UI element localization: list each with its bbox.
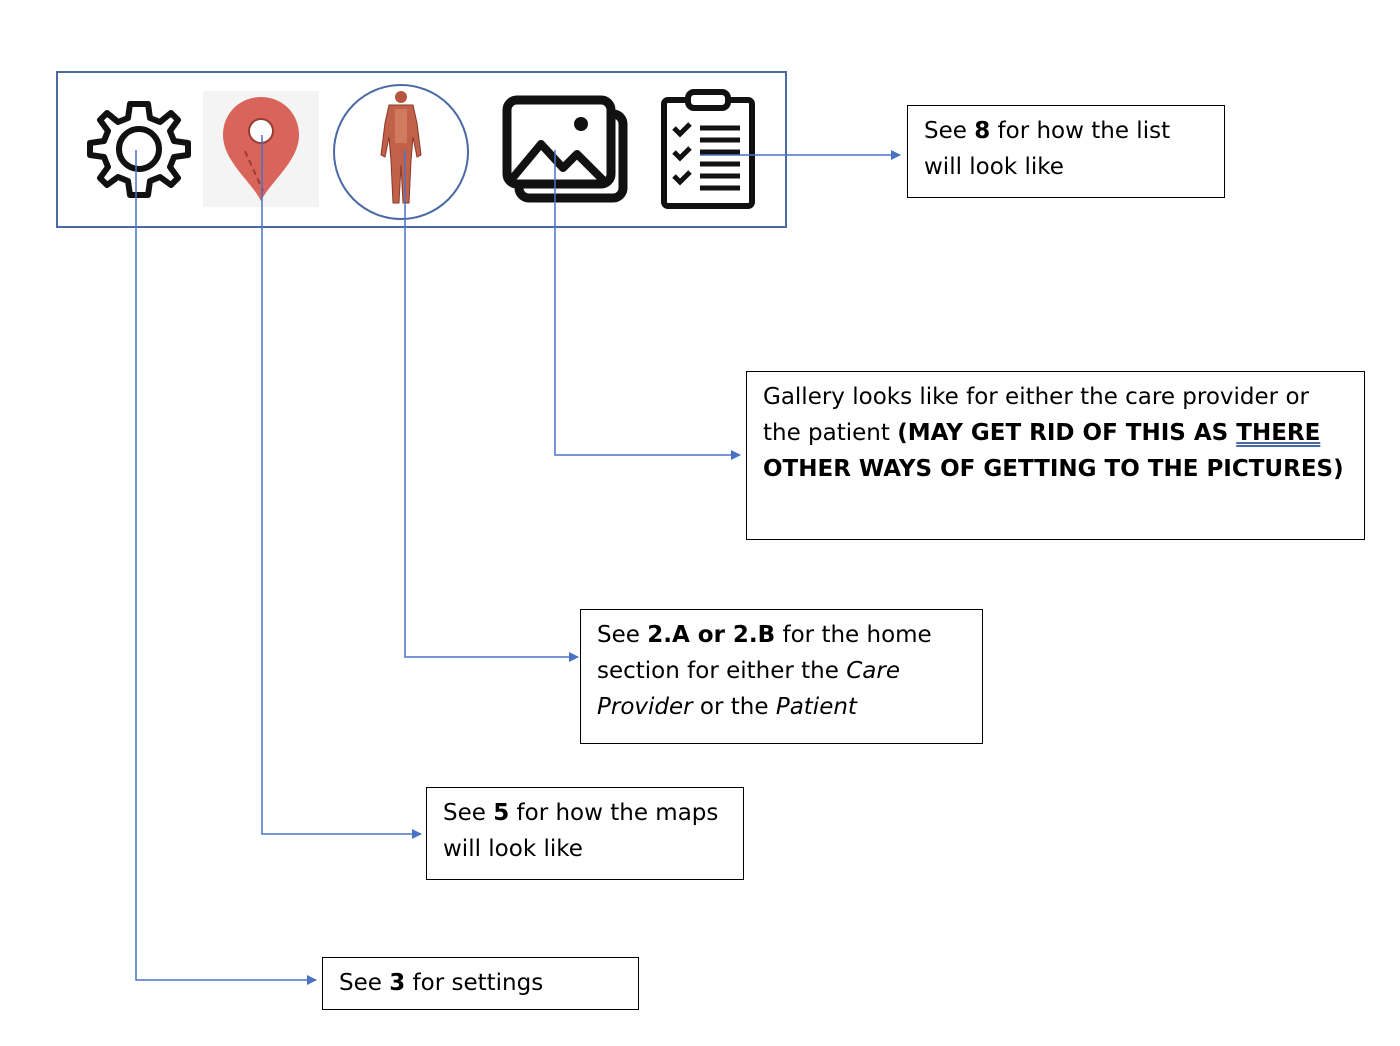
note-italic: Care Provider <box>597 658 900 720</box>
checklist-icon[interactable] <box>658 88 758 212</box>
map-pin-icon[interactable] <box>203 91 319 207</box>
arrow-settings <box>135 150 317 985</box>
note-text: for the home section for either the <box>597 622 932 684</box>
arrow-maps <box>261 135 422 839</box>
note-bold: 2.A or 2.B <box>647 622 776 648</box>
note-text: See <box>924 118 975 144</box>
note-text: See <box>443 800 494 826</box>
note-underlined: THERE <box>1236 420 1321 446</box>
note-text: See <box>597 622 648 648</box>
arrow-home <box>404 150 579 662</box>
note-home: See 2.A or 2.B for the home section for … <box>580 609 983 744</box>
note-maps: See 5 for how the maps will look like <box>426 787 744 880</box>
note-bold: OTHER WAYS OF GETTING TO THE PICTURES) <box>763 456 1344 482</box>
note-bold: 3 <box>389 970 406 996</box>
note-bold: (MAY GET RID OF THIS AS <box>897 420 1237 446</box>
note-bold: 5 <box>493 800 510 826</box>
gear-icon[interactable] <box>78 92 200 210</box>
note-text: for how the maps will look like <box>443 800 719 862</box>
note-text: See <box>339 970 390 996</box>
note-italic: Patient <box>775 694 857 720</box>
note-text: or the <box>692 694 776 720</box>
arrow-gallery <box>554 150 741 460</box>
gallery-icon[interactable] <box>497 92 637 218</box>
note-text: for settings <box>405 970 544 996</box>
human-body-icon[interactable] <box>331 83 471 221</box>
note-list: See 8 for how the list will look like <box>907 105 1225 198</box>
note-settings: See 3 for settings <box>322 957 639 1010</box>
note-text: for how the list will look like <box>924 118 1171 180</box>
note-text: Gallery looks like for either the care p… <box>763 384 1309 446</box>
note-gallery: Gallery looks like for either the care p… <box>746 371 1365 540</box>
note-bold: 8 <box>974 118 991 144</box>
icon-toolbar <box>56 71 787 228</box>
